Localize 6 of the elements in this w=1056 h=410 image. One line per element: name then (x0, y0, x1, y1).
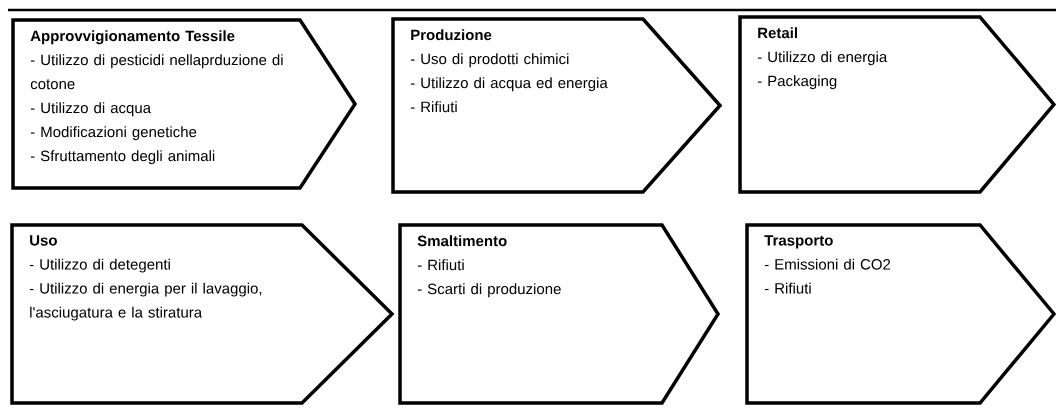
arrow-box: Smaltimento - Rifiuti - Scarti di produzione (398, 223, 721, 405)
arrow-box: Retail - Utilizzo di energia - Packaging (738, 15, 1056, 194)
arrow-box: Approvvigionamento Tessile - Utilizzo di pesticidi nellaprduzione di cotone - Utilizzo di acqua - Modificazioni genetiche - Sfruttamento degli animali (11, 18, 358, 190)
arrow-box: Uso - Utilizzo di detegenti - Utilizzo di energia per il lavaggio, l'asciugatura e la stiratura (10, 223, 395, 405)
arrow-box: Trasporto - Emissioni di CO2 - Rifiuti (745, 223, 1056, 405)
arrow-box: Produzione - Uso di prodotti chimici - Utilizzo di acqua ed energia - Rifiuti (391, 17, 723, 194)
